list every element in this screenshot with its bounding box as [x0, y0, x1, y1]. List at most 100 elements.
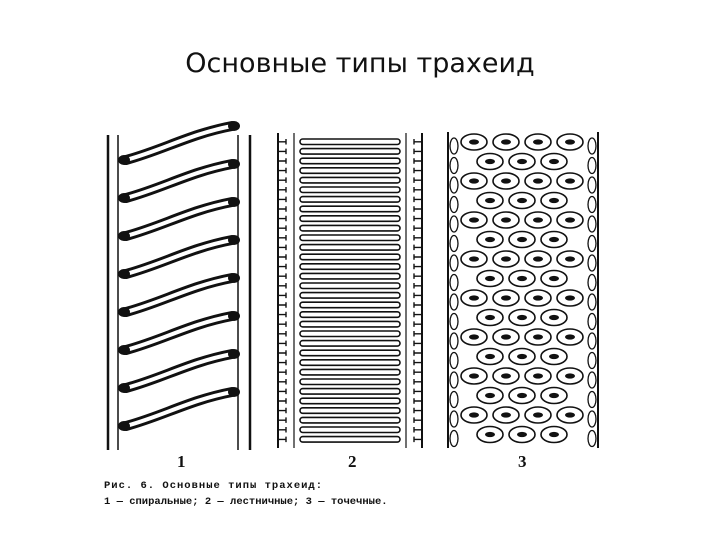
- wall-pit-edge: [587, 429, 597, 448]
- wall-tick: [413, 148, 422, 155]
- bordered-pit: [556, 289, 584, 307]
- scalariform-pit: [299, 147, 401, 155]
- pit-aperture: [533, 334, 543, 340]
- wall-tick: [278, 215, 287, 222]
- caption-line-2: 1 — спиральные; 2 — лестничные; 3 — точе…: [104, 496, 388, 508]
- wall-tick: [278, 148, 287, 155]
- bordered-pit: [492, 172, 520, 190]
- wall-pit-edge: [587, 371, 597, 389]
- bordered-pit: [556, 367, 584, 385]
- figure-number-1: 1: [177, 452, 186, 471]
- pit-aperture: [517, 353, 527, 360]
- wall-pit-edge: [449, 390, 459, 409]
- scalariform-pit: [299, 387, 401, 395]
- pit-aperture: [517, 314, 527, 321]
- pit-aperture: [469, 295, 479, 301]
- wall-pit-edge: [449, 254, 459, 272]
- spiral-end-right: [228, 197, 240, 207]
- wall-tick: [413, 167, 422, 174]
- bordered-pit: [508, 347, 536, 366]
- wall-tick: [413, 359, 422, 366]
- wall-tick: [413, 321, 422, 327]
- pit-aperture: [485, 236, 495, 243]
- pit-aperture: [565, 178, 575, 184]
- scalariform-pit: [299, 320, 401, 328]
- pit-aperture: [469, 139, 479, 145]
- pit-aperture: [565, 217, 575, 223]
- wall-pit-edge: [449, 176, 459, 194]
- pit-aperture: [549, 353, 559, 360]
- scalariform-pit: [299, 339, 401, 347]
- pit-aperture: [549, 197, 559, 204]
- figure-caption: Рис. 6. Основные типы трахеид: 1 — спира…: [104, 478, 524, 510]
- wall-tick: [413, 436, 422, 443]
- bordered-pit: [556, 133, 584, 151]
- bordered-pit: [556, 328, 584, 346]
- scalariform-pit: [299, 205, 401, 213]
- scalariform-pit: [299, 253, 401, 261]
- wall-tick: [278, 196, 287, 203]
- pit-aperture: [517, 158, 527, 165]
- bordered-pit: [460, 172, 488, 190]
- bordered-pit: [508, 152, 536, 171]
- pit-aperture: [517, 197, 527, 204]
- wall-tick: [278, 206, 287, 212]
- pit-aperture: [565, 139, 575, 145]
- scalariform-pit: [299, 167, 401, 175]
- bordered-pit: [540, 191, 568, 210]
- spiral-end-right: [228, 273, 240, 283]
- pit-aperture: [485, 275, 495, 282]
- wall-tick: [413, 139, 422, 145]
- wall-tick: [413, 158, 422, 164]
- scalariform-pit: [299, 358, 401, 367]
- wall-tick: [278, 436, 287, 443]
- wall-pit-edge: [449, 273, 459, 292]
- wall-pit-edge: [449, 332, 459, 350]
- bordered-pit: [492, 328, 520, 346]
- bordered-pit: [524, 328, 552, 346]
- wall-tick: [413, 379, 422, 385]
- pit-aperture: [485, 158, 495, 165]
- wall-pit-edge: [449, 312, 459, 331]
- wall-pit-edge: [587, 156, 597, 175]
- bordered-pit: [540, 347, 568, 366]
- scalariform-pit: [299, 224, 401, 232]
- pit-aperture: [501, 139, 511, 145]
- wall-tick: [278, 254, 287, 260]
- scalariform-pit: [299, 291, 401, 299]
- wall-tick: [278, 350, 287, 356]
- pit-aperture: [501, 295, 511, 301]
- scalariform-pit: [299, 397, 401, 405]
- wall-pit-edge: [449, 137, 459, 155]
- wall-pit-edge: [587, 273, 597, 292]
- wall-tick: [413, 407, 422, 414]
- wall-pit-edge: [587, 390, 597, 409]
- spiral-end-right: [228, 235, 240, 245]
- bordered-pit: [476, 230, 504, 249]
- wall-pit-edge: [449, 410, 459, 428]
- wall-pit-edge: [449, 215, 459, 233]
- wall-tick: [278, 369, 287, 375]
- bordered-pit: [476, 347, 504, 366]
- wall-tick: [413, 225, 422, 231]
- bordered-pit: [492, 367, 520, 385]
- wall-pit-edge: [587, 176, 597, 194]
- pit-aperture: [517, 392, 527, 399]
- bordered-pit: [556, 172, 584, 190]
- pit-aperture: [469, 373, 479, 379]
- wall-pit-edge: [587, 234, 597, 253]
- wall-pit-edge: [587, 254, 597, 272]
- wall-tick: [413, 254, 422, 260]
- wall-tick: [278, 311, 287, 318]
- scalariform-pit: [299, 416, 401, 424]
- pit-aperture: [533, 373, 543, 379]
- wall-pit-edge: [449, 429, 459, 448]
- wall-tick: [278, 177, 287, 183]
- scalariform-pit: [299, 349, 401, 357]
- wall-tick: [278, 283, 287, 289]
- spiral-end-right: [228, 387, 240, 397]
- pit-aperture: [501, 256, 511, 262]
- bordered-pit: [492, 289, 520, 307]
- wall-tick: [278, 359, 287, 366]
